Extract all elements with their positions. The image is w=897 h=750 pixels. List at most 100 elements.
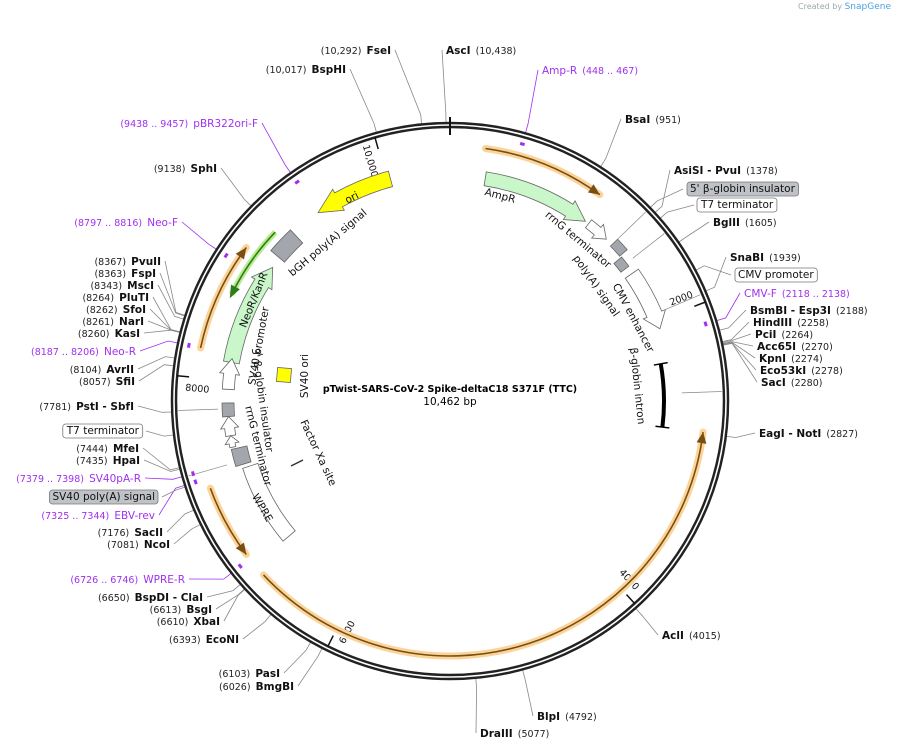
- primer-name: Neo-F: [147, 217, 178, 229]
- primer-mark: [186, 342, 191, 348]
- enzyme-site-acli: AclI (4015): [662, 624, 721, 643]
- feature-label-box: SV40 poly(A) signal: [49, 489, 159, 505]
- enzyme-site-snabi: SnaBI (1939): [730, 246, 801, 265]
- feature-label-frame: [696, 197, 778, 213]
- enzyme-site-bsphi: (10,017) BspHI: [266, 58, 346, 77]
- enzyme-location: (6610): [157, 617, 189, 628]
- enzyme-leader-line: [166, 509, 194, 533]
- primer-leader-line: [158, 485, 185, 516]
- enzyme-name: SacII: [134, 527, 163, 539]
- primer-name: WPRE-R: [143, 574, 185, 586]
- enzyme-leader-line: [242, 614, 272, 640]
- enzyme-location: (8343): [90, 281, 122, 292]
- enzyme-site-fsei: (10,292) FseI: [321, 39, 391, 58]
- polya-box-2: [613, 256, 630, 273]
- enzyme-site-acc65i: Acc65I (2270): [757, 335, 833, 354]
- enzyme-leader-line: [600, 118, 622, 167]
- enzyme-location: (8367): [94, 257, 126, 268]
- primer-mark: [190, 470, 196, 477]
- enzyme-location: (2278): [811, 366, 843, 377]
- enzyme-location: (2270): [801, 342, 833, 353]
- primer-location: (2118 .. 2138): [782, 289, 850, 300]
- primer-cmv-f: CMV-F (2118 .. 2138): [744, 282, 850, 301]
- enzyme-leader-line: [142, 447, 180, 471]
- snapgene-logo: SnapGene: [844, 2, 891, 12]
- tick-mark: [694, 301, 706, 308]
- enzyme-name: PciI: [755, 329, 776, 341]
- enzyme-leader-line: [143, 459, 180, 472]
- intron-end-cap: [653, 361, 668, 366]
- enzyme-site-pasi: (6103) PasI: [219, 662, 280, 681]
- feature-leader-line: [145, 430, 174, 437]
- enzyme-site-eco53ki: Eco53kI (2278): [760, 359, 843, 378]
- primer-location: (8187 .. 8206): [31, 347, 99, 358]
- polya-box-1: [609, 238, 628, 257]
- enzyme-location: (8261): [82, 317, 114, 328]
- primer-leader-line: [525, 69, 539, 133]
- feature-label-frame: [62, 423, 144, 439]
- primer-location: (7325 .. 7344): [41, 511, 109, 522]
- enzyme-leader-line: [678, 221, 710, 243]
- feature-label-text: T7 terminator: [700, 199, 774, 211]
- enzyme-name: SfoI: [123, 304, 146, 316]
- tick-mark: [374, 137, 379, 150]
- enzyme-site-nari: (8261) NarI: [82, 310, 144, 329]
- feature-label-frame: [734, 267, 818, 283]
- enzyme-name: PluTI: [119, 292, 149, 304]
- enzyme-leader-line: [722, 333, 752, 343]
- enzyme-location: (7081): [107, 540, 139, 551]
- primer-leader-line: [181, 221, 217, 250]
- enzyme-leader-line: [726, 432, 756, 438]
- primer-neo-r: (8187 .. 8206) Neo-R: [31, 340, 136, 359]
- label-leader-lines: [137, 49, 758, 734]
- enzyme-name: EcoNI: [206, 634, 239, 646]
- enzyme-name: BspDI - ClaI: [135, 592, 203, 604]
- enzyme-name: MfeI: [113, 443, 139, 455]
- enzyme-leader-line: [206, 584, 241, 598]
- enzyme-location: (6650): [98, 593, 130, 604]
- primer-location: (448 .. 467): [582, 66, 638, 77]
- feature-label-0: ori: [343, 190, 361, 207]
- enzyme-site-avrii: (8104) AvrII: [70, 358, 134, 377]
- enzyme-site-blpi: BlpI (4792): [537, 705, 597, 724]
- enzyme-location: (6103): [219, 669, 251, 680]
- enzyme-name: AvrII: [106, 364, 134, 376]
- enzyme-location: (10,017): [266, 65, 307, 76]
- snapgene-credit: Created by SnapGene: [798, 2, 891, 12]
- enzyme-leader-line: [394, 49, 422, 124]
- primer-neo-f: (8797 .. 8816) Neo-F: [74, 211, 178, 230]
- feature-leader-line: [650, 188, 684, 208]
- enzyme-location: (951): [655, 115, 681, 126]
- enzyme-name: BspHI: [312, 64, 346, 76]
- enzyme-name: PvuII: [131, 256, 161, 268]
- intron-end-cap: [655, 425, 670, 429]
- enzyme-name: DraIII: [480, 728, 513, 740]
- tick-mark: [327, 635, 334, 647]
- enzyme-site-xbai: (6610) XbaI: [157, 610, 220, 629]
- primer-mark: [237, 563, 243, 569]
- feature-leader-line: [696, 265, 732, 276]
- enzyme-name: KasI: [115, 328, 140, 340]
- bgh-polya-box: [270, 229, 304, 263]
- enzyme-name: KpnI: [759, 353, 786, 365]
- enzyme-name: BglII: [713, 217, 740, 229]
- enzyme-site-sphi: (9138) SphI: [154, 157, 217, 176]
- orf-arrowhead: [235, 247, 247, 260]
- enzyme-leader-line: [723, 342, 758, 383]
- feature-label-text: 5' β-globin insulator: [690, 183, 796, 195]
- sv40-promoter-arrow: [218, 357, 241, 391]
- enzyme-location: (2274): [791, 354, 823, 365]
- feature-label-text: SV40 poly(A) signal: [52, 491, 155, 503]
- ori-arrow: [317, 170, 394, 214]
- enzyme-name: SacI: [761, 377, 786, 389]
- enzyme-site-pcii: PciI (2264): [755, 323, 813, 342]
- enzyme-name: XbaI: [193, 616, 220, 628]
- enzyme-site-eagi: EagI - NotI (2827): [759, 422, 858, 441]
- enzyme-leader-line: [152, 296, 180, 333]
- enzyme-location: (1378): [746, 166, 778, 177]
- tick-mark: [625, 594, 636, 604]
- enzyme-site-bsai: BsaI (951): [625, 108, 681, 127]
- neor-kanr-arrow: [223, 266, 274, 365]
- neo-arrowhead: [229, 284, 240, 299]
